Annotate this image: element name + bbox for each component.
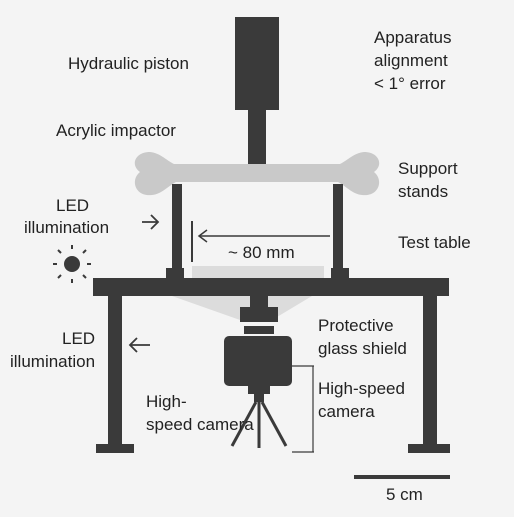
label-protective-line1: Protective [318, 316, 394, 335]
label-apparatus-line3: < 1° error [374, 74, 446, 93]
tripod-leg-right [260, 401, 288, 447]
label-protective-line2: glass shield [318, 339, 407, 358]
sun-icon [53, 245, 91, 283]
test-plate [192, 266, 324, 278]
table-leg-right [423, 296, 437, 446]
scale-bar [354, 475, 450, 479]
test-table-top [93, 278, 449, 296]
label-hs-left-line2: speed camera [146, 415, 254, 434]
table-foot-right [408, 444, 450, 453]
label-hs-right-line1: High-speed [318, 379, 405, 398]
camera-base [248, 386, 270, 394]
label-hs-left-line1: High- [146, 392, 187, 411]
high-speed-camera-body [224, 336, 292, 386]
glass-shield-mount [250, 296, 268, 308]
arrow-left-icon [128, 337, 150, 353]
label-support-line1: Support [398, 159, 458, 178]
label-led-bottom-line2: illumination [10, 352, 95, 371]
tripod-leg-left [230, 401, 258, 447]
support-stand-right-foot [331, 268, 349, 278]
label-scale-bar: 5 cm [386, 485, 423, 504]
label-hydraulic-piston: Hydraulic piston [68, 54, 189, 73]
label-led-bottom-line1: LED [62, 329, 95, 348]
table-leg-left [108, 296, 122, 446]
tripod-head [254, 394, 264, 402]
label-test-table: Test table [398, 233, 471, 252]
piston-rod [248, 110, 266, 166]
label-support-line2: stands [398, 182, 448, 201]
support-stand-right [333, 184, 343, 274]
label-distance: ~ 80 mm [228, 243, 295, 262]
support-stand-left [172, 184, 182, 274]
camera-lens-ring [244, 326, 274, 334]
hydraulic-piston [235, 17, 279, 110]
protective-glass-shield [240, 307, 278, 322]
table-foot-left [96, 444, 134, 453]
label-acrylic-impactor: Acrylic impactor [56, 121, 176, 140]
label-led-top-line1: LED [56, 196, 89, 215]
support-stand-left-foot [166, 268, 184, 278]
label-apparatus-line2: alignment [374, 51, 448, 70]
dimension-arrowhead [197, 229, 208, 243]
label-hs-right-line2: camera [318, 402, 375, 421]
label-led-top-line2: illumination [24, 218, 109, 237]
label-apparatus-line1: Apparatus [374, 28, 452, 47]
bone-specimen [134, 152, 380, 196]
arrow-right-icon [142, 214, 160, 230]
